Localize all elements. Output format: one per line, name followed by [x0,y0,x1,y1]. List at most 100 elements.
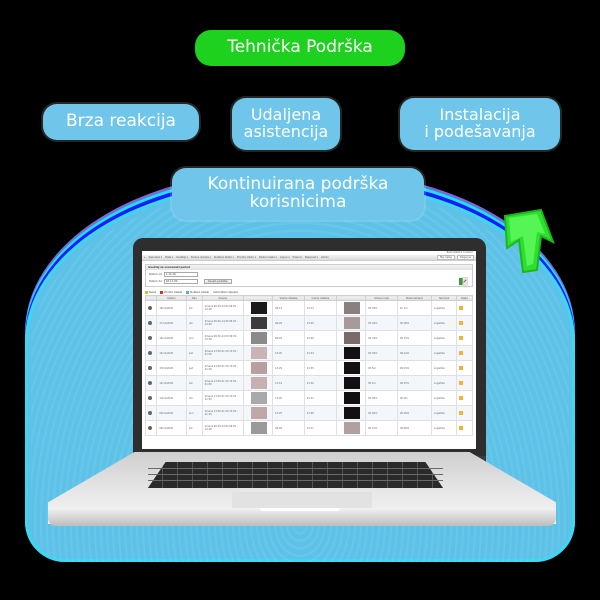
badge-instalacija: Instalacija i podešavanja [400,98,560,150]
cell-day: sre [185,300,203,316]
menu-item-sluzbeni[interactable]: Službeni izlazci ▾ [213,256,234,259]
departure-photo[interactable] [343,407,360,419]
cell-izlazci [456,360,473,376]
departure-photo[interactable] [343,392,360,404]
menu-item-privatni[interactable]: Privatni izlazci ▾ [237,256,257,259]
date-from-input[interactable]: 1.11.20. [163,272,198,277]
cell-leave: 21:31 [303,390,337,406]
cell-terminal: Logistika [431,390,458,406]
arrival-photo[interactable] [250,302,267,314]
details-icon[interactable] [148,395,152,400]
cell-departure-photo [335,360,367,376]
menu-item-praznici[interactable]: Praznici [292,256,302,259]
cell-leave: 21:35 [303,360,337,376]
date-to-input[interactable]: 18.11.20. [163,279,198,284]
arrival-photo[interactable] [250,392,267,404]
cell-overtime: 00:07m [396,375,433,391]
arrival-photo[interactable] [250,332,267,344]
cell-worked: 8h 5m [365,360,398,376]
arrival-photo[interactable] [250,407,267,419]
cell-leave: 21:34 [303,345,337,361]
menu-item-smene[interactable]: Smene radnika ▾ [190,256,211,259]
my-account-button[interactable]: Moj nalog [437,255,455,260]
cell-worked: 8h 59m [365,300,398,316]
menu-item-raspored[interactable]: Raspored ▾ [304,256,319,259]
legend-pauza: Pauza [145,291,156,294]
menu-item-izvestaji[interactable]: Izveštaji ▾ [176,256,188,259]
badge-tehnicka-podrska: Tehnička Podrška [195,30,405,66]
badge-label: Tehnička Podrška [227,37,373,58]
details-icon[interactable] [148,305,152,310]
home-icon[interactable]: ⌂ [144,256,146,259]
cell-day: sre [185,420,203,436]
keyboard [148,462,443,488]
menu-item-zaposleni[interactable]: Zaposleni ▾ [148,256,163,259]
cell-arrive: 13:29 [272,360,305,376]
cell-date: 16/11/2020 [156,330,187,346]
cell-shift: Smena 13:30-21:30 13:30 - 21:30 [201,345,244,361]
logout-button[interactable]: Izloguj se [456,255,474,260]
details-icon[interactable] [148,380,152,385]
export-excel-icon[interactable] [459,277,468,286]
pause-status-icon [459,365,464,370]
departure-photo[interactable] [343,302,360,314]
arrival-photo[interactable] [250,422,267,434]
cell-overtime: 00:05m [396,405,433,421]
details-icon[interactable] [148,350,152,355]
arrival-photo[interactable] [250,377,267,389]
row-details [144,420,158,436]
cell-arrive: 13:20 [272,390,305,406]
cell-terminal: Logistika [431,315,458,331]
details-icon[interactable] [148,320,152,325]
trackpad [232,492,372,512]
arrival-photo[interactable] [250,347,267,359]
row-details [144,300,158,316]
details-icon[interactable] [148,365,152,370]
date-to-row: Datum do: 18.11.20. Osveži podatke [149,279,472,284]
cell-terminal: Logistika [431,360,458,376]
cell-shift: Smena 06:30-14:30 06:30 - 14:30 [201,420,244,436]
departure-photo[interactable] [343,347,360,359]
cell-arrival-photo [242,405,274,421]
refresh-button[interactable]: Osveži podatke [203,279,232,284]
menu-item-plate[interactable]: Plate ▾ [165,256,174,259]
menu-item-logovi[interactable]: Logovi ▾ [279,256,290,259]
cell-worked: 8h 00m [365,390,398,406]
badge-kontinuirana-podrska: Kontinuirana podrška korisnicima [172,168,424,220]
menu-item-radna-mesta[interactable]: Radna mesta ▾ [259,256,277,259]
cell-arrival-photo [242,300,274,316]
details-icon[interactable] [148,425,152,430]
cell-overtime: 00:15m [396,360,433,376]
departure-photo[interactable] [343,377,360,389]
departure-photo[interactable] [343,362,360,374]
cell-departure-photo [335,300,367,316]
details-icon[interactable] [148,410,152,415]
arrival-photo[interactable] [250,317,267,329]
menu-item-admin[interactable]: Admin [321,256,329,259]
cell-leave: 15:26 [303,330,337,346]
departure-photo[interactable] [343,422,360,434]
cell-shift: Smena 13:30-21:30 13:30 - 21:30 [201,390,244,406]
cell-departure-photo [335,345,367,361]
cell-departure-photo [335,390,367,406]
arrival-photo[interactable] [250,362,267,374]
pause-status-icon [459,320,464,325]
departure-photo[interactable] [343,332,360,344]
cell-arrive: 06:29 [272,315,305,331]
cell-date: 12/11/2020 [156,375,187,391]
cell-worked: 8h 44m [365,315,398,331]
departure-photo[interactable] [343,317,360,329]
top-right-text: Bobcat2021 Custom [446,251,473,254]
cell-arrive: 06:29 [272,330,305,346]
cell-overtime: 00:14m [396,345,433,361]
details-icon[interactable] [148,335,152,340]
